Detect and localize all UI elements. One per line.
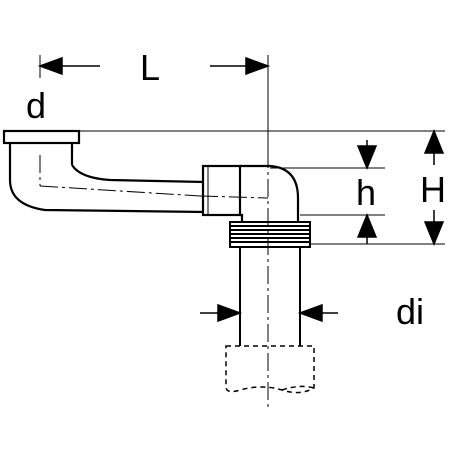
elbow-right	[240, 164, 300, 222]
center-lines	[39, 150, 269, 410]
dashed-pipe-end	[225, 345, 315, 394]
extension-lines	[39, 55, 445, 346]
dimension-length	[37, 56, 271, 76]
elbow-left	[8, 160, 206, 214]
thread	[229, 221, 311, 248]
horizontal-pipe	[2, 129, 206, 214]
dimension-inner-diameter	[200, 303, 338, 323]
socket-body	[8, 143, 74, 165]
label-length: L	[140, 47, 160, 88]
socket-top	[2, 129, 81, 145]
label-offset-height: h	[356, 172, 376, 213]
label-inner-diameter: di	[396, 291, 424, 332]
dimension-total-height	[423, 129, 445, 246]
coupling-nut	[201, 164, 242, 217]
label-total-height: H	[420, 169, 446, 210]
dimension-offset-height	[356, 140, 378, 244]
vertical-pipe	[239, 247, 301, 346]
label-outer-diameter: d	[26, 85, 46, 126]
